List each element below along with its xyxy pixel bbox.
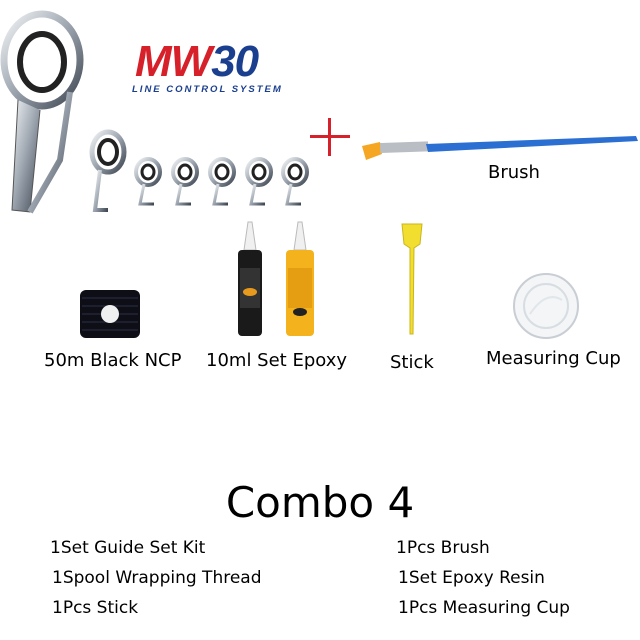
contents-right-1: 1Pcs Brush [396,538,490,558]
rod-guides-image [0,10,309,214]
brush-label: Brush [488,162,540,183]
plus-icon [310,118,350,156]
contents-left-1: 1Set Guide Set Kit [50,538,206,558]
contents-right-2: 1Set Epoxy Resin [398,568,545,588]
brush-image [362,136,638,160]
epoxy-bottle-resin [238,221,262,336]
contents-right-3: 1Pcs Measuring Cup [398,598,570,618]
contents-left-2: 1Spool Wrapping Thread [52,568,262,588]
medium-guide [89,129,127,212]
brand-logo: MW30 [135,37,259,86]
brand-logo-number: 30 [211,37,259,86]
brand-tagline: LINE CONTROL SYSTEM [132,84,283,95]
epoxy-bottles-image [238,221,314,336]
cup-label: Measuring Cup [486,348,621,369]
stick-image [401,223,423,335]
small-guides [134,157,309,206]
brand-logo-letters: MW [135,37,212,86]
stick-label: Stick [390,352,434,373]
large-guide [0,10,84,214]
combo-title: Combo 4 [225,478,415,527]
epoxy-bottle-hardener [286,221,314,336]
measuring-cup-image [513,273,579,339]
thread-spool-image [80,290,140,338]
epoxy-label: 10ml Set Epoxy [206,350,348,371]
thread-label: 50m Black NCP [44,350,182,371]
contents-left-3: 1Pcs Stick [52,598,139,618]
